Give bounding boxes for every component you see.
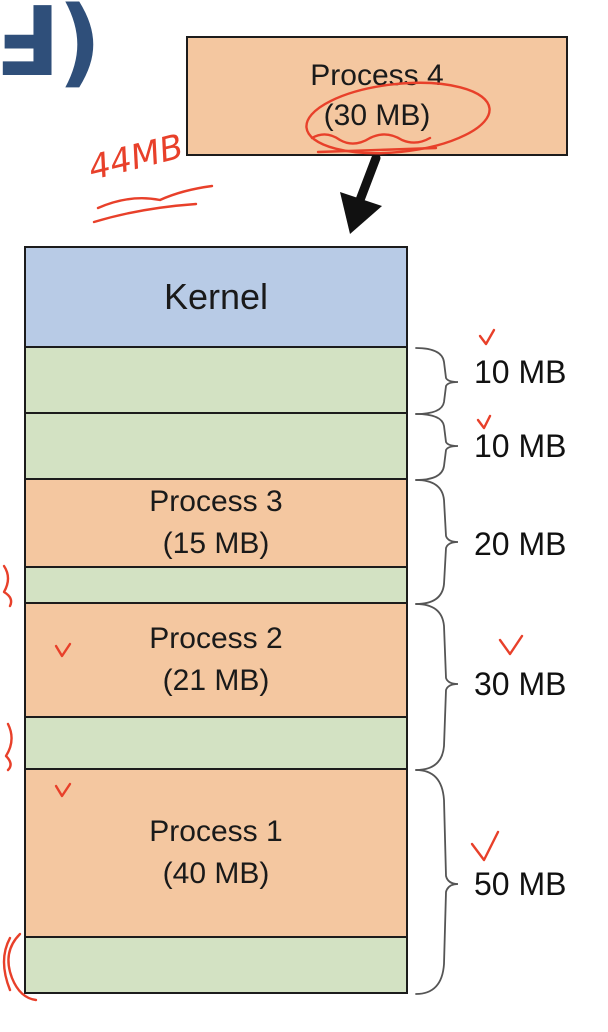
scribble-underline [96,184,214,210]
left-edge-mark-1 [2,564,13,608]
partition-size-3: 20 MB [474,526,567,562]
free-hole-2 [24,412,408,480]
left-edge-mark-4 [2,936,12,992]
check-mark-4 [470,830,500,862]
check-mark-5 [54,642,72,658]
brace-2 [415,413,459,481]
partition-size-2: 10 MB [474,428,567,464]
brace-3 [415,479,459,605]
underline-mark [310,133,432,145]
check-mark-6 [54,782,72,798]
partition-size-5: 50 MB [474,866,567,902]
kernel-block: Kernel [24,246,408,348]
brace-5 [415,769,459,995]
kernel-label: Kernel [163,276,269,317]
partition-size-4: 30 MB [474,666,567,702]
free-hole-1 [24,346,408,414]
check-mark-3 [498,634,524,656]
incoming-process-size: (30 MB) [323,99,431,132]
check-mark-2 [476,414,492,430]
process-3-block[interactable]: Process 3 (15 MB) [24,478,408,568]
partition-size-1: 10 MB [474,354,567,390]
title-fragment: Ⅎ) [0,0,101,98]
process-2-size: (21 MB) [162,664,270,697]
left-edge-mark-3 [7,932,38,1002]
underline-mark-2 [316,146,438,154]
down-arrow-icon [340,153,382,234]
left-edge-mark-2 [4,722,13,772]
process-1-block[interactable]: Process 1 (40 MB) [24,768,408,938]
scribble-underline-2 [92,202,198,224]
process-1-size: (40 MB) [162,857,270,890]
process-2-name: Process 2 [149,622,283,655]
process-1-name: Process 1 [149,815,283,848]
free-hole-5 [24,936,408,994]
incoming-process-box[interactable]: Process 4 (30 MB) [186,36,568,156]
check-mark-1 [478,328,496,346]
brace-1 [415,347,459,415]
circle-mark [305,81,491,155]
handwritten-note: 44MB [85,127,188,189]
process-3-name: Process 3 [149,485,283,518]
brace-4 [415,603,459,771]
process-3-size: (15 MB) [162,527,270,560]
process-2-block[interactable]: Process 2 (21 MB) [24,602,408,718]
